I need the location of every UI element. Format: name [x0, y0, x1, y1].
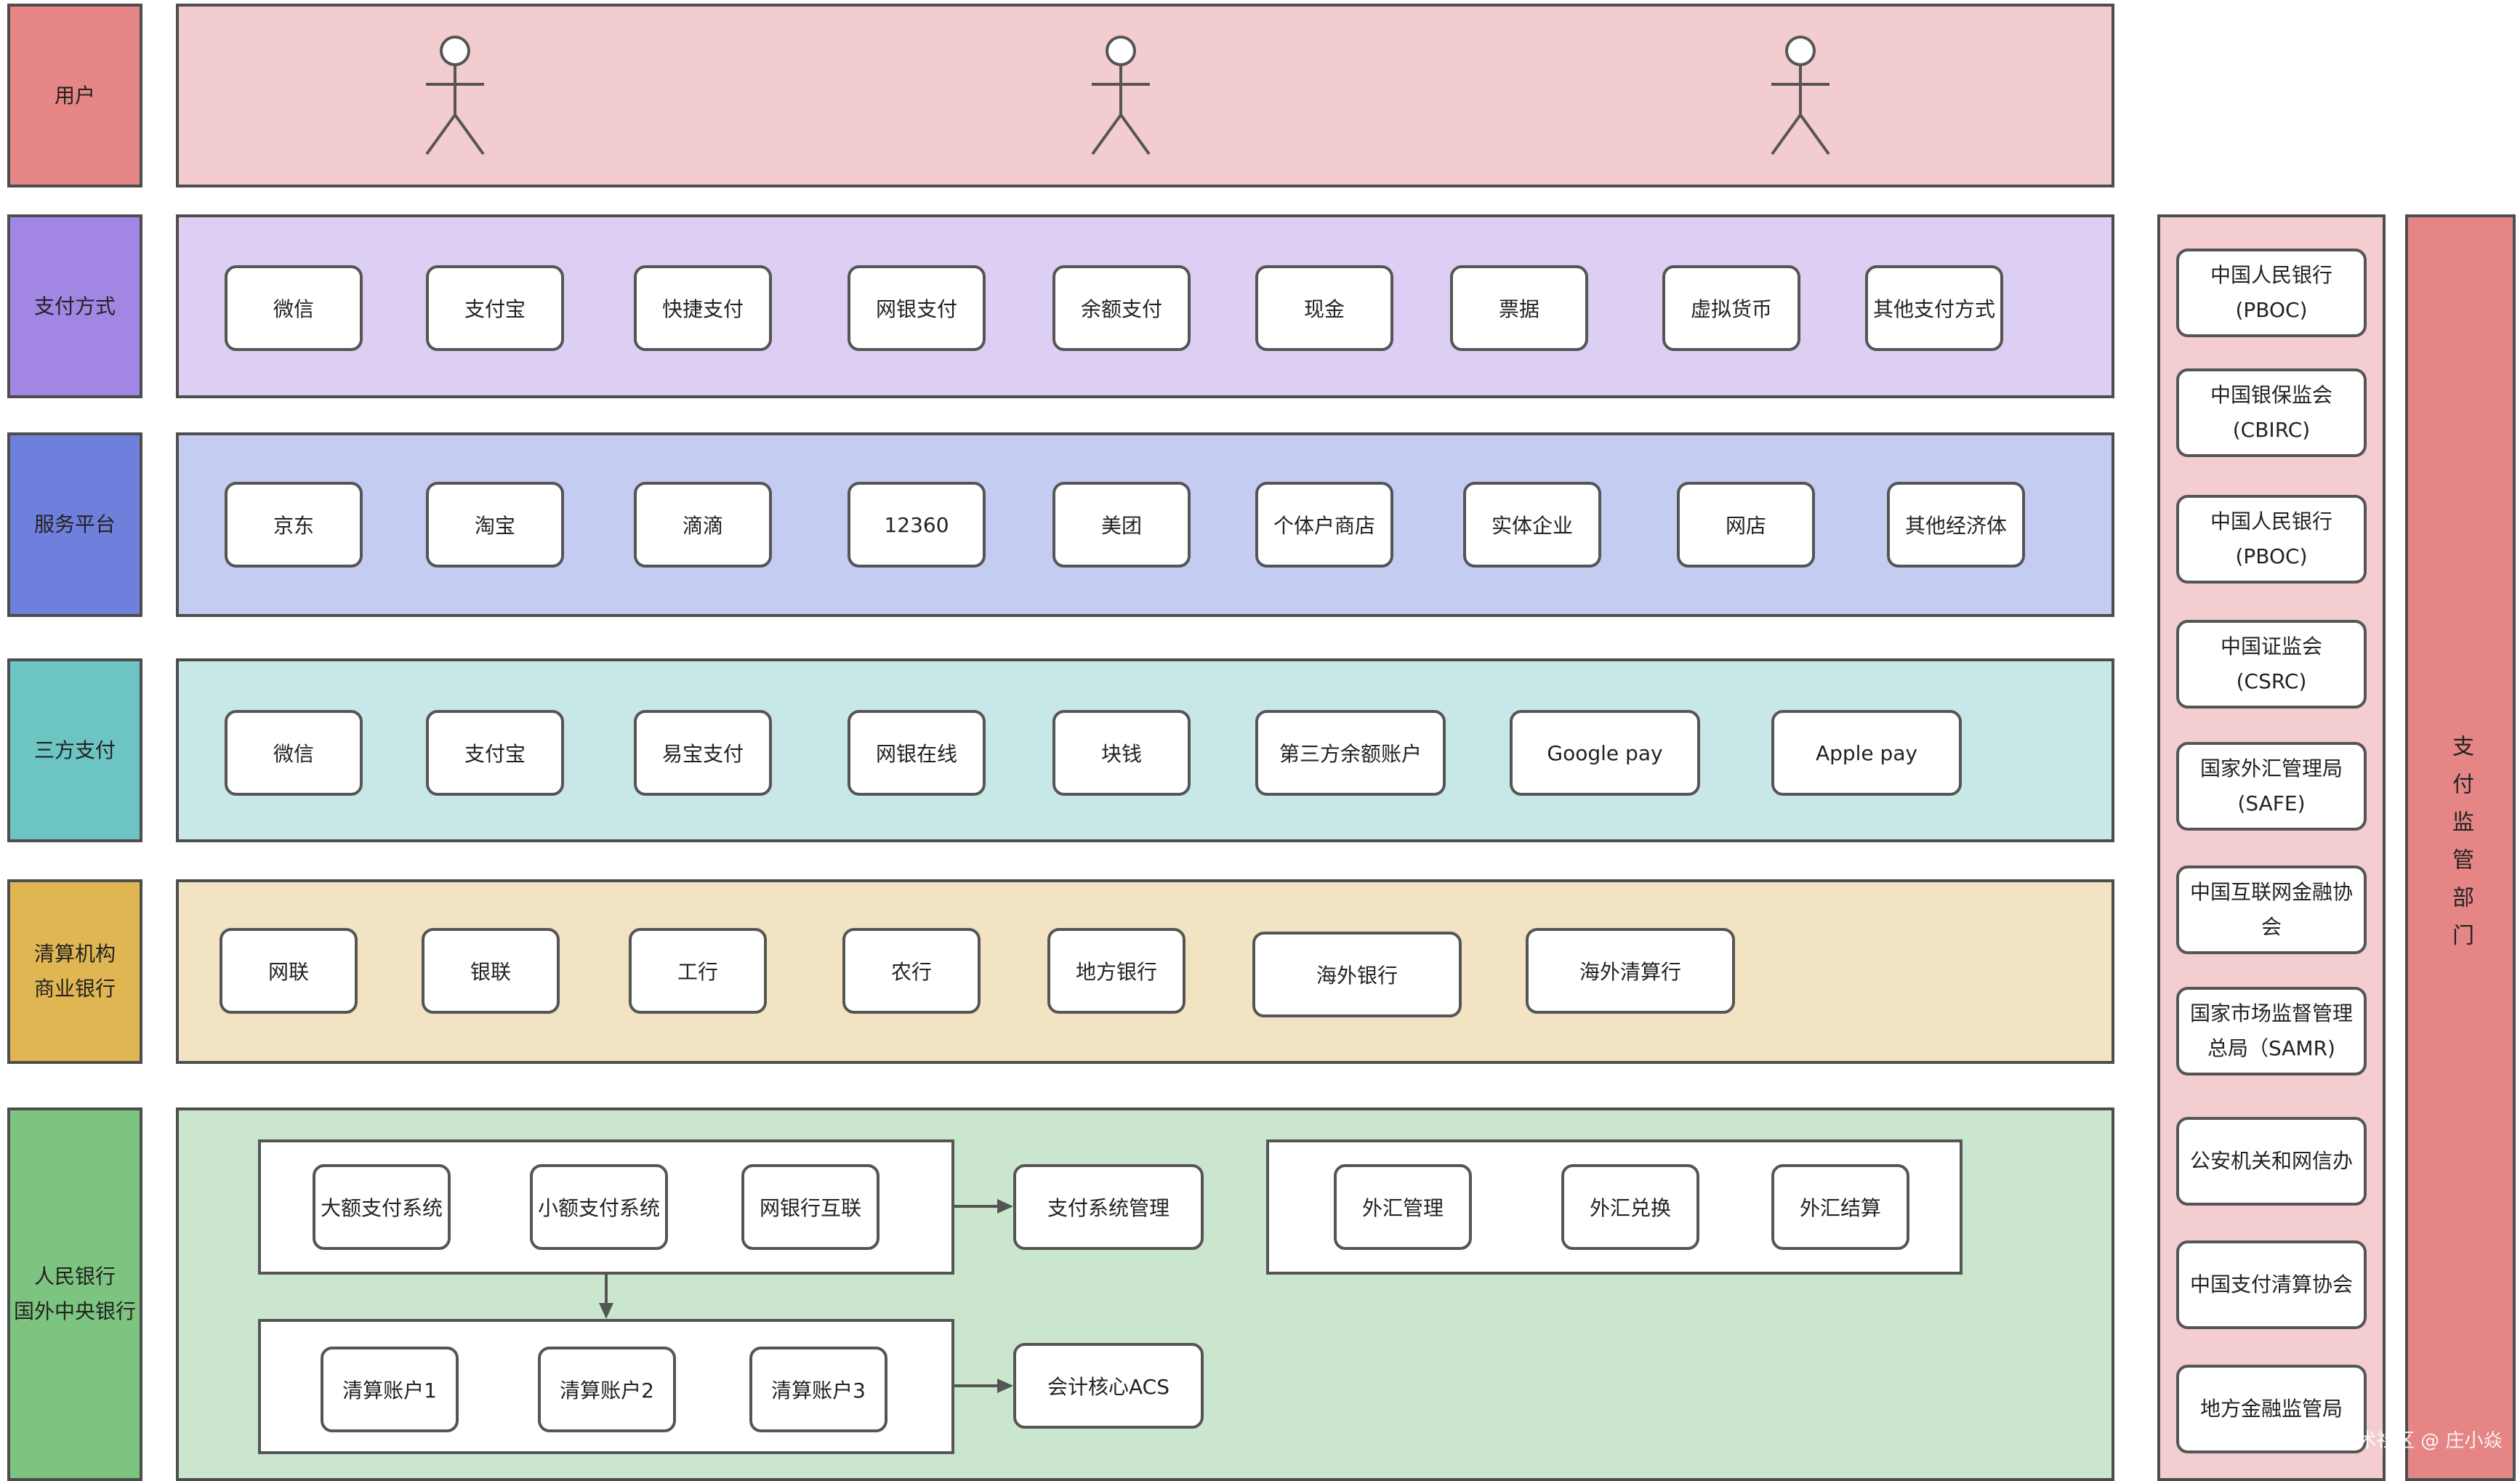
- row-label-thirdparty: 三方支付: [7, 658, 142, 842]
- payment-system-mgmt: 支付系统管理: [1013, 1164, 1204, 1250]
- payment-item: 票据: [1450, 265, 1588, 351]
- payment-item: 其他支付方式: [1865, 265, 2003, 351]
- regulator-item: 公安机关和网信办: [2176, 1117, 2367, 1206]
- row-label-payment: 支付方式: [7, 214, 142, 398]
- clearing-item: 银联: [422, 928, 560, 1014]
- band-user: [176, 4, 2114, 187]
- payment-item: 快捷支付: [634, 265, 772, 351]
- clearing-item: 海外清算行: [1526, 928, 1735, 1014]
- row-label-user: 用户: [7, 4, 142, 187]
- regulator-item: 国家外汇管理局 (SAFE): [2176, 742, 2367, 831]
- thirdparty-item: 易宝支付: [634, 710, 772, 796]
- payment-supervision-label: 支付监管部门: [2405, 214, 2516, 1481]
- thirdparty-item: Google pay: [1510, 710, 1700, 796]
- forex-item: 外汇兑换: [1561, 1164, 1699, 1250]
- platform-item: 个体户商店: [1255, 482, 1393, 568]
- regulator-item: 中国互联网金融协 会: [2176, 865, 2367, 954]
- platform-item: 滴滴: [634, 482, 772, 568]
- regulator-item: 中国支付清算协会: [2176, 1240, 2367, 1329]
- payment-item: 网银支付: [848, 265, 986, 351]
- row-label-central: 人民银行 国外中央银行: [7, 1107, 142, 1481]
- payment-system-item: 网银行互联: [741, 1164, 879, 1250]
- clearing-item: 网联: [220, 928, 358, 1014]
- payment-item: 余额支付: [1052, 265, 1191, 351]
- payment-item: 支付宝: [426, 265, 564, 351]
- thirdparty-item: 微信: [225, 710, 363, 796]
- platform-item: 京东: [225, 482, 363, 568]
- row-label-clearing: 清算机构 商业银行: [7, 879, 142, 1064]
- regulator-item: 国家市场监督管理 总局（SAMR): [2176, 987, 2367, 1076]
- payment-item: 虚拟货币: [1662, 265, 1800, 351]
- thirdparty-item: 支付宝: [426, 710, 564, 796]
- watermark: 掘金技术社区 @ 庄小焱: [2301, 1430, 2503, 1452]
- platform-item: 网店: [1677, 482, 1815, 568]
- clearing-item: 地方银行: [1047, 928, 1185, 1014]
- payment-system-item: 小额支付系统: [530, 1164, 668, 1250]
- clearing-account-item: 清算账户1: [321, 1347, 459, 1432]
- row-label-platform: 服务平台: [7, 432, 142, 617]
- forex-item: 外汇管理: [1334, 1164, 1472, 1250]
- platform-item: 淘宝: [426, 482, 564, 568]
- user-actor-icon: [1091, 36, 1151, 156]
- platform-item: 美团: [1052, 482, 1191, 568]
- payment-item: 现金: [1255, 265, 1393, 351]
- clearing-account-item: 清算账户3: [749, 1347, 887, 1432]
- regulator-item: 中国人民银行 (PBOC): [2176, 495, 2367, 584]
- thirdparty-item: 网银在线: [848, 710, 986, 796]
- regulator-item: 中国人民银行 (PBOC): [2176, 249, 2367, 337]
- user-actor-icon: [1771, 36, 1830, 156]
- thirdparty-item: Apple pay: [1771, 710, 1962, 796]
- regulator-item: 中国银保监会 (CBIRC): [2176, 368, 2367, 457]
- clearing-item: 海外银行: [1252, 932, 1462, 1017]
- thirdparty-item: 块钱: [1052, 710, 1191, 796]
- clearing-item: 工行: [629, 928, 767, 1014]
- platform-item: 12360: [848, 482, 986, 568]
- regulator-item: 地方金融监管局: [2176, 1365, 2367, 1453]
- platform-item: 实体企业: [1463, 482, 1601, 568]
- clearing-account-item: 清算账户2: [538, 1347, 676, 1432]
- payment-item: 微信: [225, 265, 363, 351]
- forex-item: 外汇结算: [1771, 1164, 1909, 1250]
- regulator-item: 中国证监会 (CSRC): [2176, 620, 2367, 709]
- accounting-core-acs: 会计核心ACS: [1013, 1343, 1204, 1429]
- user-actor-icon: [425, 36, 485, 156]
- thirdparty-item: 第三方余额账户: [1255, 710, 1446, 796]
- payment-system-item: 大额支付系统: [313, 1164, 451, 1250]
- clearing-item: 农行: [842, 928, 981, 1014]
- platform-item: 其他经济体: [1887, 482, 2025, 568]
